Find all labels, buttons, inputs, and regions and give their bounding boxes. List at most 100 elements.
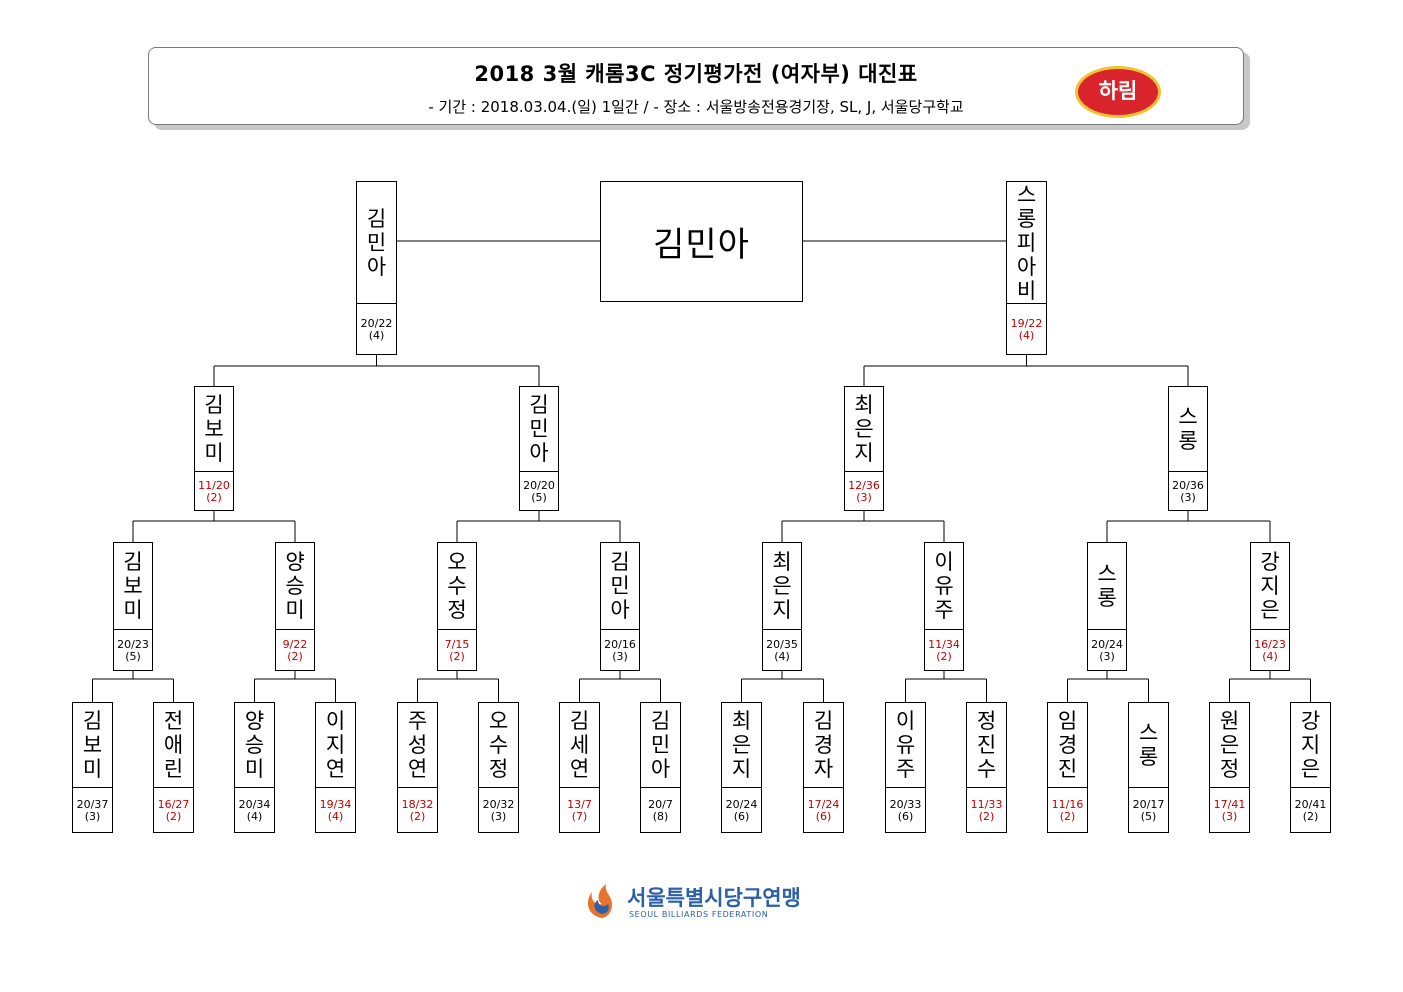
- innings-value: (3): [856, 491, 872, 504]
- player-name-char: 주: [407, 709, 428, 733]
- player-name-char: 보: [204, 417, 224, 441]
- innings-value: (3): [612, 650, 628, 663]
- player-name-char: 피: [1016, 230, 1037, 255]
- innings-value: (2): [165, 810, 182, 823]
- player-name-char: 김: [529, 393, 549, 417]
- player-name-char: 민: [650, 733, 671, 757]
- score-value: 20/16: [604, 638, 636, 651]
- match-score: 20/24(6): [722, 787, 761, 834]
- player-name-char: 진: [976, 733, 997, 757]
- player-name-char: 정: [1219, 757, 1240, 781]
- score-value: 20/23: [117, 638, 149, 651]
- player-name-char: 전: [163, 709, 184, 733]
- player-name-char: 유: [934, 574, 954, 598]
- innings-value: (3): [1180, 491, 1196, 504]
- player-name-char: 미: [204, 441, 224, 465]
- score-value: 20/20: [523, 479, 555, 492]
- sponsor-logo: 하림: [1075, 66, 1161, 118]
- score-value: 20/41: [1294, 798, 1327, 811]
- player-name-char: 스: [1097, 562, 1117, 586]
- player-name-char: 김: [82, 709, 103, 733]
- innings-value: (8): [652, 810, 669, 823]
- match-score: 19/22(4): [1007, 303, 1046, 356]
- score-value: 12/36: [848, 479, 880, 492]
- player-name-char: 은: [772, 574, 792, 598]
- player-name-char: 애: [163, 733, 184, 757]
- match-score: 16/23(4): [1251, 629, 1289, 672]
- player-name-char: 보: [123, 574, 143, 598]
- player-name-char: 최: [854, 393, 874, 417]
- innings-value: (2): [1302, 810, 1319, 823]
- score-value: 17/41: [1213, 798, 1246, 811]
- innings-value: (4): [774, 650, 790, 663]
- score-value: 20/24: [1091, 638, 1123, 651]
- player-name-char: 연: [325, 757, 346, 781]
- innings-value: (6): [815, 810, 832, 823]
- player-name-char: 주: [934, 598, 954, 622]
- score-value: 9/22: [282, 638, 308, 651]
- player-name-char: 아: [1016, 254, 1037, 279]
- match-score: 9/22(2): [276, 629, 314, 672]
- player-name-char: 민: [529, 417, 549, 441]
- player-name-char: 은: [1260, 598, 1280, 622]
- player-name-char: 강: [1260, 550, 1280, 574]
- player-name-char: 비: [1016, 278, 1037, 303]
- champion-box: 김민아: [600, 181, 803, 302]
- score-value: 20/24: [725, 798, 758, 811]
- player-name-char: 수: [488, 733, 509, 757]
- score-value: 20/34: [238, 798, 271, 811]
- innings-value: (2): [287, 650, 303, 663]
- player-name-char: 아: [650, 757, 671, 781]
- player-name-char: 자: [813, 757, 834, 781]
- player-name-char: 미: [123, 598, 143, 622]
- player-name-char: 승: [244, 733, 265, 757]
- innings-value: (4): [327, 810, 344, 823]
- innings-value: (4): [1262, 650, 1278, 663]
- player-name-char: 스: [1016, 182, 1037, 207]
- match-score: 20/24(3): [1088, 629, 1126, 672]
- federation-name: 서울특별시당구연맹: [627, 886, 801, 910]
- player-name-char: 정: [976, 709, 997, 733]
- player-name-char: 미: [82, 757, 103, 781]
- federation-logo: 서울특별시당구연맹 SEOUL BILLIARDS FEDERATION: [582, 878, 822, 928]
- player-name-char: 세: [569, 733, 590, 757]
- score-value: 11/33: [970, 798, 1003, 811]
- match-score: 11/34(2): [925, 629, 963, 672]
- innings-value: (4): [246, 810, 263, 823]
- innings-value: (2): [409, 810, 426, 823]
- match-score: 12/36(3): [845, 471, 883, 512]
- player-name-char: 최: [772, 550, 792, 574]
- match-score: 20/20(5): [520, 471, 558, 512]
- match-score: 20/16(3): [601, 629, 639, 672]
- event-info: - 기간 : 2018.03.04.(일) 1일간 / - 장소 : 서울방송전…: [428, 98, 964, 116]
- page-title: 2018 3월 캐롬3C 정기평가전 (여자부) 대진표: [474, 62, 918, 86]
